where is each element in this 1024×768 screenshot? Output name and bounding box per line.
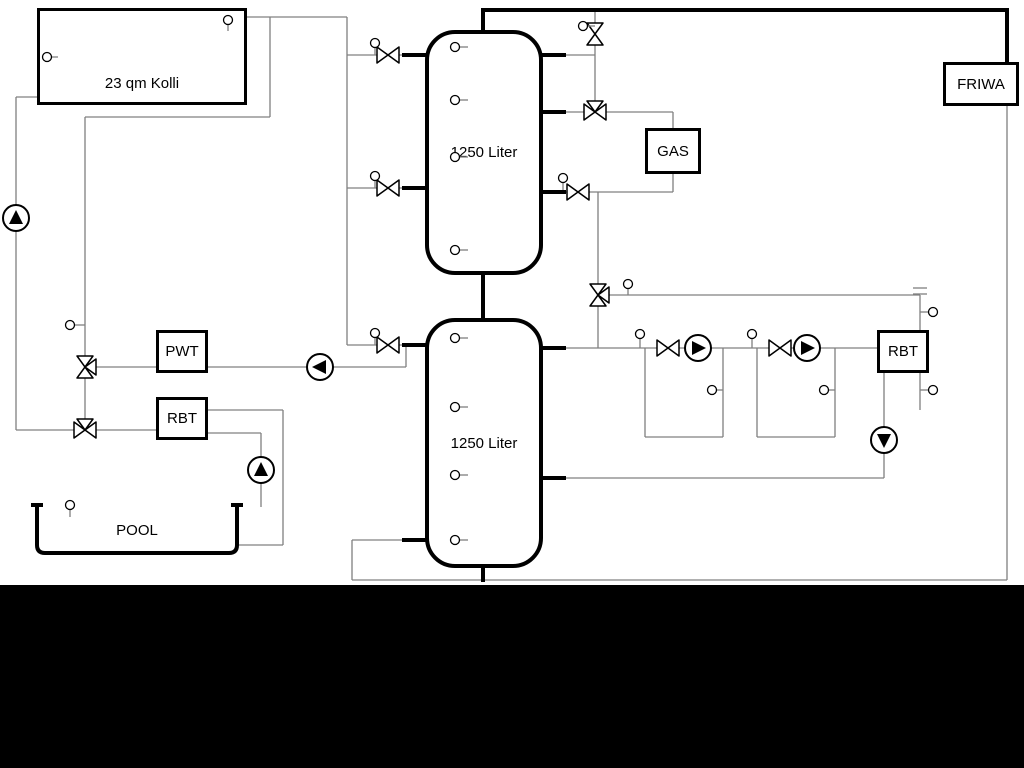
solar-return-sensor-icon: [64, 319, 85, 331]
pool-basin-outline: [31, 503, 243, 555]
buffer-tank-1: 1250 Liter: [425, 30, 543, 275]
tank1-upper-valve-icon: [376, 46, 400, 64]
tank1-sensor-1-icon: [449, 41, 468, 53]
solar-three-way-valve-icon: [76, 355, 97, 379]
bottom-black-bar: [0, 585, 1024, 768]
pwt-heat-exchanger-label: PWT: [165, 343, 199, 360]
friwa-station-label: FRIWA: [957, 75, 1005, 93]
charge-pump-icon: [306, 353, 334, 381]
solar-collector-box: 23 qm Kolli: [37, 8, 247, 105]
collector-sensor-icon: [222, 14, 234, 31]
symbols-layer: [2, 14, 939, 555]
valve-sensor-3-icon: [369, 327, 381, 345]
pool-label: POOL: [116, 521, 158, 539]
circuit1-return-sensor-icon: [706, 384, 723, 396]
heating-pump-1-icon: [684, 334, 712, 362]
rbt-bottom-sensor-icon: [920, 384, 939, 396]
pwt-heat-exchanger-box: PWT: [156, 330, 208, 373]
tank1-sensor-2-icon: [449, 94, 468, 106]
circuit2-return-sensor-icon: [818, 384, 835, 396]
gas-boiler-label: GAS: [657, 142, 689, 160]
buffer-tank-2-label: 1250 Liter: [450, 434, 518, 452]
rbt-right-box: RBT: [877, 330, 929, 373]
mixer-sensor-icon: [622, 278, 634, 295]
tank1-sensor-3-icon: [449, 151, 468, 163]
circuit2-valve-sensor-icon: [746, 328, 758, 348]
tank2-upper-valve-icon: [376, 336, 400, 354]
rbt-right-label: RBT: [888, 343, 918, 360]
buffer-tank-2: 1250 Liter: [425, 318, 543, 568]
pool-pump-icon: [247, 456, 275, 484]
rbt-left-label: RBT: [167, 410, 197, 427]
friwa-station-box: FRIWA: [943, 62, 1019, 106]
heating-circuit-1-valve-icon: [656, 339, 680, 357]
heating-circuit-2-valve-icon: [768, 339, 792, 357]
top-line-valve-icon: [586, 22, 604, 46]
mixer-three-way-valve-icon: [589, 283, 610, 307]
tank2-sensor-4-icon: [449, 534, 468, 546]
solar-pump-icon: [2, 204, 30, 232]
rbt-left-box: RBT: [156, 397, 208, 440]
valve-sensor-1-icon: [369, 37, 381, 55]
gas-return-valve-icon: [566, 183, 590, 201]
pool-sensor-icon: [64, 499, 76, 517]
tank2-sensor-3-icon: [449, 469, 468, 481]
tank1-sensor-4-icon: [449, 244, 468, 256]
top-valve-sensor-icon: [577, 20, 595, 32]
rbt-top-sensor-icon: [920, 306, 939, 318]
gas-boiler-box: GAS: [645, 128, 701, 174]
gas-three-way-valve-icon: [583, 100, 607, 121]
tank2-sensor-1-icon: [449, 332, 468, 344]
heating-pump-2-icon: [793, 334, 821, 362]
tank1-lower-valve-icon: [376, 179, 400, 197]
valve-sensor-2-icon: [369, 170, 381, 188]
collector-return-sensor-icon: [41, 51, 58, 63]
circuit1-valve-sensor-icon: [634, 328, 646, 348]
solar-collector-label: 23 qm Kolli: [104, 75, 180, 92]
gas-valve-sensor-icon: [557, 172, 569, 190]
rbt-return-pump-icon: [870, 426, 898, 454]
pool-three-way-valve-icon: [73, 418, 97, 439]
tank2-sensor-2-icon: [449, 401, 468, 413]
main-pipes: [402, 8, 1009, 582]
